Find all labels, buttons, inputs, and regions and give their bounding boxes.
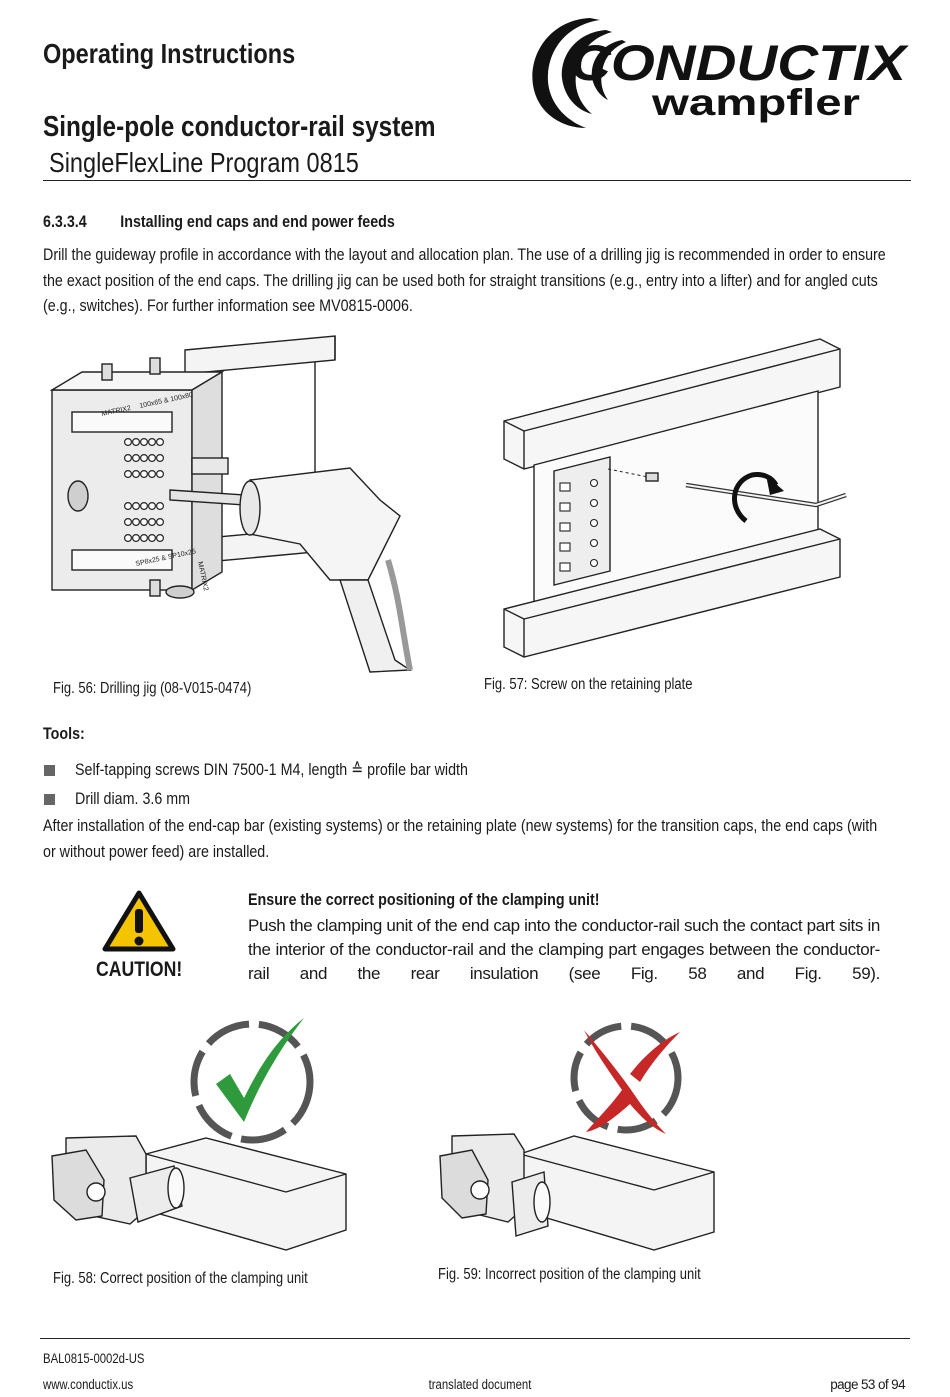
fig58-caption: Fig. 58: Correct position of the clampin… (53, 1270, 308, 1287)
system-subtitle: SingleFlexLine Program 0815 (49, 147, 359, 178)
caution-body: Push the clamping unit of the end cap in… (248, 916, 880, 983)
intro-line: Drill the guideway profile in accordance… (43, 245, 886, 264)
fig57-retaining-plate (503, 338, 847, 658)
tools-heading: Tools: (43, 724, 85, 743)
bullet-square-icon (44, 765, 55, 776)
tools-item: Self-tapping screws DIN 7500-1 M4, lengt… (75, 760, 468, 779)
header-rule (43, 180, 911, 181)
caution-triangle-icon (102, 890, 176, 952)
caution-label: CAUTION! (96, 958, 183, 981)
rotate-arrow-icon (732, 472, 779, 523)
logo-sub-text: wampfler (651, 82, 860, 123)
tools-after-text: After installation of the end-cap bar (e… (43, 813, 917, 864)
fig56-caption: Fig. 56: Drilling jig (08-V015-0474) (53, 680, 252, 697)
section-number: 6.3.3.4 (43, 212, 87, 231)
fig56-drilling-jig: MATRIX2 100x65 & 100x80 MATRIX2 SP8x25 &… (50, 335, 413, 673)
footer-website-link[interactable]: www.conductix.us (43, 1377, 134, 1392)
tools-item: Drill diam. 3.6 mm (75, 789, 191, 808)
after-line: After installation of the end-cap bar (e… (43, 816, 878, 835)
footer-doc-id: BAL0815-0002d-US (43, 1351, 145, 1366)
section-heading: 6.3.3.4 Installing end caps and end power… (43, 212, 395, 232)
conductix-logo: CONDUCTIX wampfler (532, 18, 909, 128)
bullet-square-icon (44, 794, 55, 805)
fig59-caption: Fig. 59: Incorrect position of the clamp… (438, 1266, 701, 1283)
logo-swoosh-icon (532, 18, 626, 128)
caution-title: Ensure the correct positioning of the cl… (248, 890, 600, 909)
cross-icon (584, 1030, 680, 1134)
intro-line: (e.g., switches). For further informatio… (43, 296, 413, 315)
document-title: Operating Instructions (43, 38, 296, 69)
footer-note: translated document (428, 1377, 532, 1392)
fig57-caption: Fig. 57: Screw on the retaining plate (484, 676, 693, 693)
section-title: Installing end caps and end power feeds (120, 212, 395, 231)
logo-brand-text: CONDUCTIX (570, 35, 909, 91)
fig59-incorrect-position (439, 1022, 715, 1251)
after-line: or without power feed) are installed. (43, 841, 270, 861)
intro-line: the exact position of the end caps. The … (43, 270, 878, 290)
footer-page-number: page 53 of 94 (830, 1377, 905, 1392)
system-title: Single-pole conductor-rail system (43, 111, 436, 143)
fig58-correct-position (51, 1018, 347, 1251)
footer-rule (40, 1338, 910, 1339)
checkmark-icon (216, 1018, 304, 1122)
section-intro: Drill the guideway profile in accordance… (43, 242, 917, 319)
